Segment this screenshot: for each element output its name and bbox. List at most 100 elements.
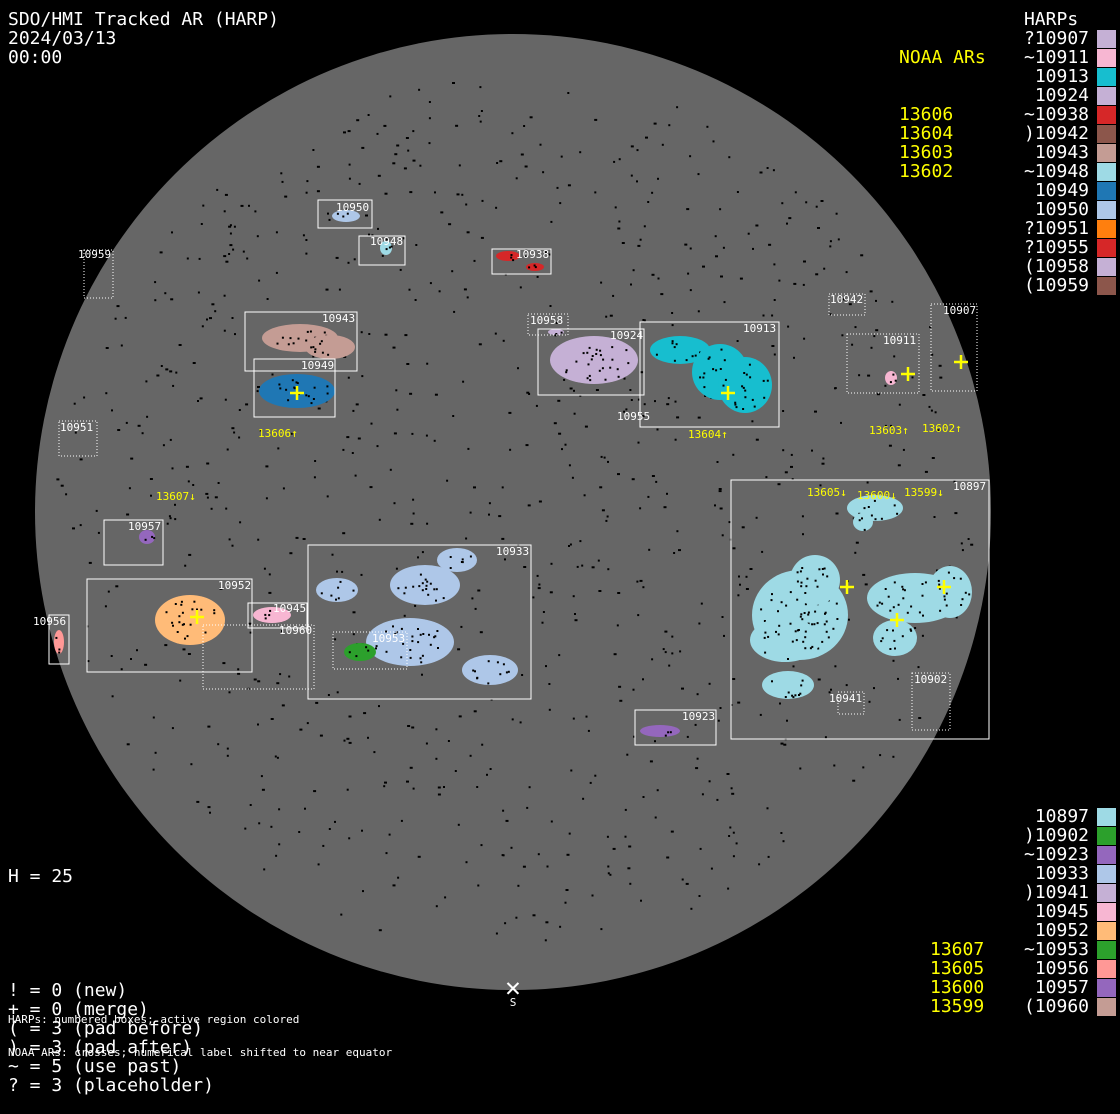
speckle (433, 439, 436, 442)
speckle (570, 769, 573, 772)
speckle (560, 155, 563, 158)
speckle (726, 773, 730, 775)
speckle (825, 620, 828, 623)
speckle (388, 833, 391, 836)
speckle (263, 567, 266, 570)
speckle (238, 436, 241, 439)
speckle (354, 474, 357, 477)
speckle (616, 624, 619, 627)
speckle (120, 344, 123, 347)
harp-box-label: 10948 (370, 235, 403, 248)
harp-legend-item: (10960 (1024, 997, 1116, 1016)
speckle (276, 756, 279, 759)
speckle (306, 330, 309, 333)
speckle (595, 348, 598, 351)
active-region-patch (718, 357, 772, 413)
speckle (479, 631, 483, 634)
harp-legend-item: ?10907 (1024, 29, 1116, 48)
speckle (174, 603, 177, 605)
speckle (509, 448, 512, 451)
speckle (392, 346, 396, 349)
speckle (719, 507, 723, 510)
speckle (171, 727, 174, 730)
speckle (281, 336, 284, 339)
active-region-patch (548, 329, 564, 335)
speckle (898, 403, 901, 406)
speckle (412, 787, 415, 790)
speckle (618, 158, 621, 161)
harp-box (828, 293, 866, 316)
speckle (880, 640, 883, 643)
speckle (851, 343, 854, 346)
speckle (477, 884, 480, 887)
speckle (770, 599, 773, 602)
speckle (180, 603, 183, 606)
speckle (805, 201, 808, 204)
speckle (164, 644, 168, 647)
noaa-ar-item: 13605 (930, 958, 985, 979)
speckle (618, 220, 621, 223)
speckle (791, 478, 794, 481)
color-swatch (1097, 864, 1116, 883)
speckle (823, 623, 826, 626)
speckle (263, 868, 266, 871)
speckle (771, 680, 773, 683)
speckle (671, 312, 674, 314)
speckle (789, 591, 792, 594)
speckle (836, 618, 839, 620)
speckle (901, 635, 904, 638)
speckle (105, 392, 108, 395)
speckle (274, 755, 277, 758)
speckle (279, 387, 282, 390)
speckle (397, 587, 400, 590)
speckle (200, 223, 203, 225)
speckle (388, 246, 391, 249)
speckle (319, 342, 322, 345)
active-region-patch (650, 336, 710, 364)
speckle (320, 592, 323, 595)
speckle (351, 452, 354, 454)
speckle (149, 478, 153, 480)
speckle (386, 238, 389, 241)
speckle (327, 212, 329, 215)
harp-box-label: 10958 (530, 314, 563, 327)
noaa-ar-label: 13604↑ (688, 428, 728, 441)
speckle (589, 781, 592, 784)
speckle (556, 186, 559, 189)
speckle (411, 726, 415, 729)
speckle (605, 519, 608, 522)
speckle (569, 543, 572, 546)
speckle (636, 180, 638, 183)
speckle (88, 561, 92, 564)
speckle (428, 117, 431, 120)
speckle (599, 486, 603, 489)
speckle (755, 438, 759, 441)
speckle (550, 820, 553, 823)
harp-box (846, 333, 920, 394)
speckle (656, 789, 659, 792)
active-region-patch (462, 655, 518, 685)
speckle (206, 318, 208, 321)
speckle (778, 279, 781, 282)
speckle (337, 586, 340, 589)
speckle (192, 484, 195, 486)
speckle (807, 611, 810, 614)
speckle (169, 370, 173, 373)
speckle (186, 635, 189, 638)
speckle (821, 462, 825, 465)
speckle (714, 504, 716, 507)
noaa-ar-item: 13606 (899, 104, 954, 125)
speckle (697, 416, 701, 419)
speckle (673, 552, 676, 554)
harp-id: (10960 (1023, 996, 1089, 1017)
speckle (802, 640, 805, 643)
speckle (201, 325, 204, 328)
speckle (191, 608, 194, 611)
harp-box-label: 10897 (953, 480, 986, 493)
speckle (606, 515, 609, 518)
speckle (751, 420, 754, 423)
speckle (698, 622, 701, 625)
speckle (257, 723, 259, 726)
speckle (786, 222, 788, 225)
